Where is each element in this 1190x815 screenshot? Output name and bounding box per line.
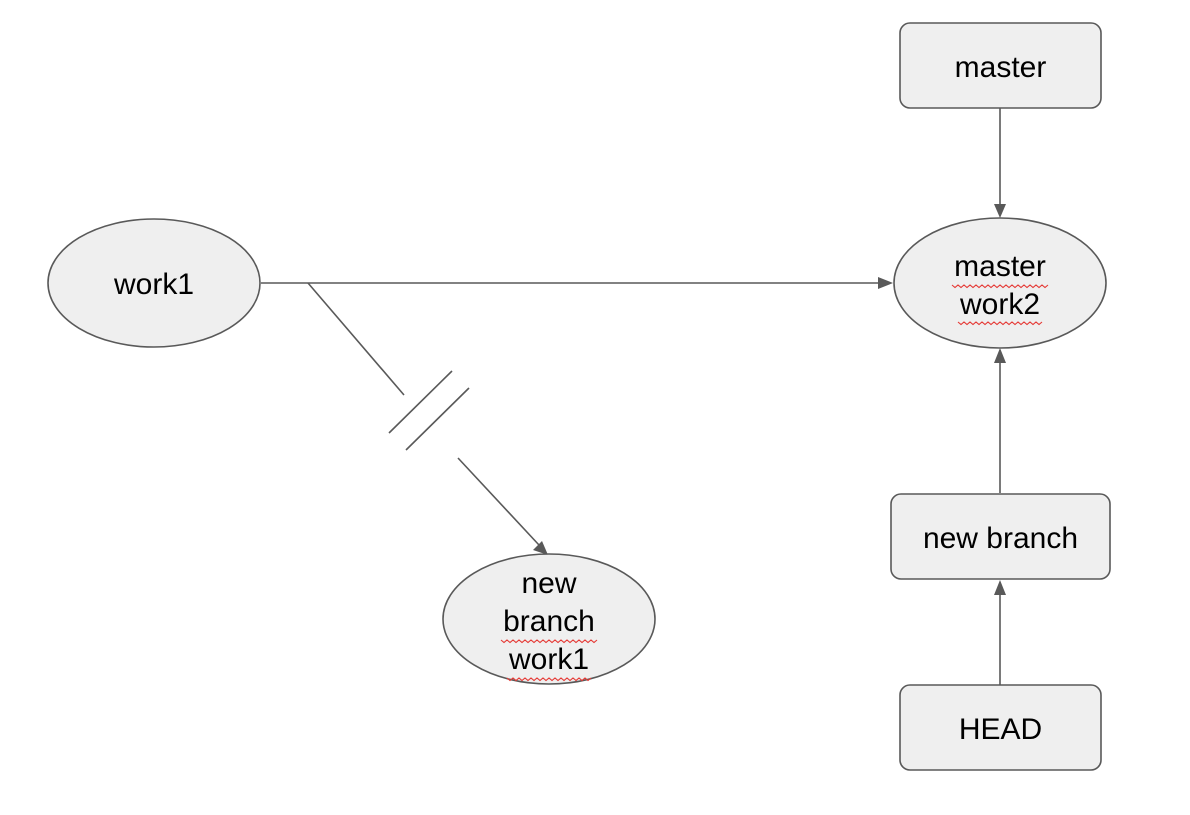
head-box-label: HEAD	[959, 713, 1042, 746]
spellcheck-underline-work1	[506, 677, 592, 682]
master-box-node[interactable]: master	[899, 22, 1102, 109]
spellcheck-underline-branch	[500, 639, 598, 644]
new-branch-work1-label-line-1: new	[521, 567, 576, 600]
arrowhead-new-branch-to-master-work2	[994, 348, 1006, 363]
master-work2-commit-node[interactable]: master work2	[893, 217, 1107, 349]
arrowhead-work1-to-master-work2	[878, 277, 893, 289]
new-branch-work1-label-line-3: work1	[508, 643, 589, 676]
edge-work1-to-new-branch-work1-segment-1	[307, 282, 405, 396]
head-box-node[interactable]: HEAD	[899, 684, 1102, 771]
arrowhead-head-to-new-branch	[994, 580, 1006, 595]
new-branch-box-node[interactable]: new branch	[890, 493, 1111, 580]
work1-commit-node[interactable]: work1	[47, 218, 261, 348]
work1-ellipse-shape	[47, 218, 261, 348]
edges	[261, 108, 1006, 685]
master-box-shape	[899, 22, 1102, 109]
master-box-label: master	[955, 51, 1047, 84]
new-branch-box-shape	[890, 493, 1111, 580]
edge-work1-to-new-branch-work1-segment-2	[457, 457, 540, 546]
new-branch-work1-commit-node[interactable]: new branch work1	[442, 553, 656, 685]
head-box-shape	[899, 684, 1102, 771]
master-work2-label-line-1: master	[954, 250, 1046, 283]
new-branch-work1-label-line-2: branch	[503, 605, 595, 638]
arrowhead-master-to-master-work2	[994, 204, 1006, 218]
arrowhead-to-new-branch-work1	[533, 541, 548, 555]
spellcheck-underline-work2	[957, 321, 1043, 326]
break-mark-2	[405, 387, 470, 451]
break-mark-1	[388, 370, 453, 434]
master-work2-label-line-2: work2	[959, 288, 1040, 321]
new-branch-box-label: new branch	[923, 522, 1078, 555]
work1-label: work1	[113, 268, 194, 301]
new-branch-work1-ellipse-shape	[442, 553, 656, 685]
spellcheck-underline-master	[951, 284, 1049, 289]
master-work2-ellipse-shape	[893, 217, 1107, 349]
